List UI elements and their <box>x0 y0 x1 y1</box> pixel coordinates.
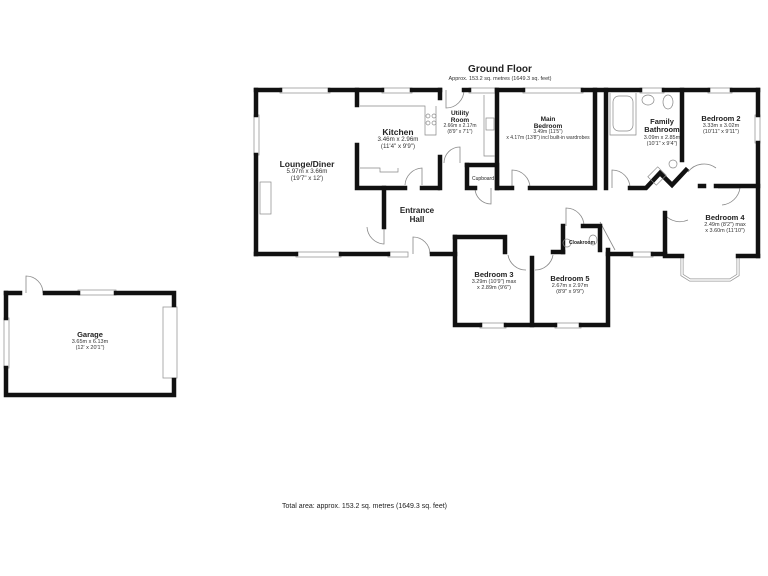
windows <box>3 87 761 379</box>
total-area: Total area: approx. 153.2 sq. metres (16… <box>282 503 447 510</box>
floor-area: Approx. 153.2 sq. metres (1649.3 sq. fee… <box>448 76 552 82</box>
garage-walls <box>3 290 177 398</box>
floor-name: Ground Floor <box>468 64 532 75</box>
room-main-bedroom: Main Bedroom 3.49m (11'5") x 4.17m (13'8… <box>506 116 590 141</box>
room-cloakroom: Cloakroom <box>568 240 596 246</box>
floor-title: Ground Floor Approx. 153.2 sq. metres (1… <box>400 64 600 82</box>
room-entrance-hall: Entrance Hall <box>399 206 435 224</box>
fixtures <box>259 93 678 248</box>
room-family-bathroom: Family Bathroom 3.09m x 2.85m (10'1" x 9… <box>643 117 681 147</box>
room-utility: Utility Room 2.66m x 2.17m (8'9" x 7'1") <box>443 110 477 135</box>
room-bedroom-3: Bedroom 3 3.29m (10'9") max x 2.89m (9'6… <box>471 270 517 292</box>
room-garage: Garage 3.65m x 6.13m (12' x 20'1") <box>71 330 109 352</box>
room-kitchen: Kitchen 3.46m x 2.96m (11'4" x 9'9") <box>377 127 419 151</box>
bay-window <box>680 256 740 282</box>
room-bedroom-2: Bedroom 2 3.33m x 3.02m (10'11" x 9'11") <box>701 114 741 136</box>
room-lounge-diner: Lounge/Diner 5.97m x 3.66m (19'7" x 12') <box>279 159 335 183</box>
room-cupboard: Cupboard <box>472 176 494 182</box>
room-bedroom-4: Bedroom 4 2.49m (8'2") max x 3.60m (11'1… <box>704 213 746 235</box>
walls <box>253 87 761 328</box>
room-bedroom-5: Bedroom 5 2.67m x 2.97m (8'9" x 9'9") <box>550 274 590 296</box>
